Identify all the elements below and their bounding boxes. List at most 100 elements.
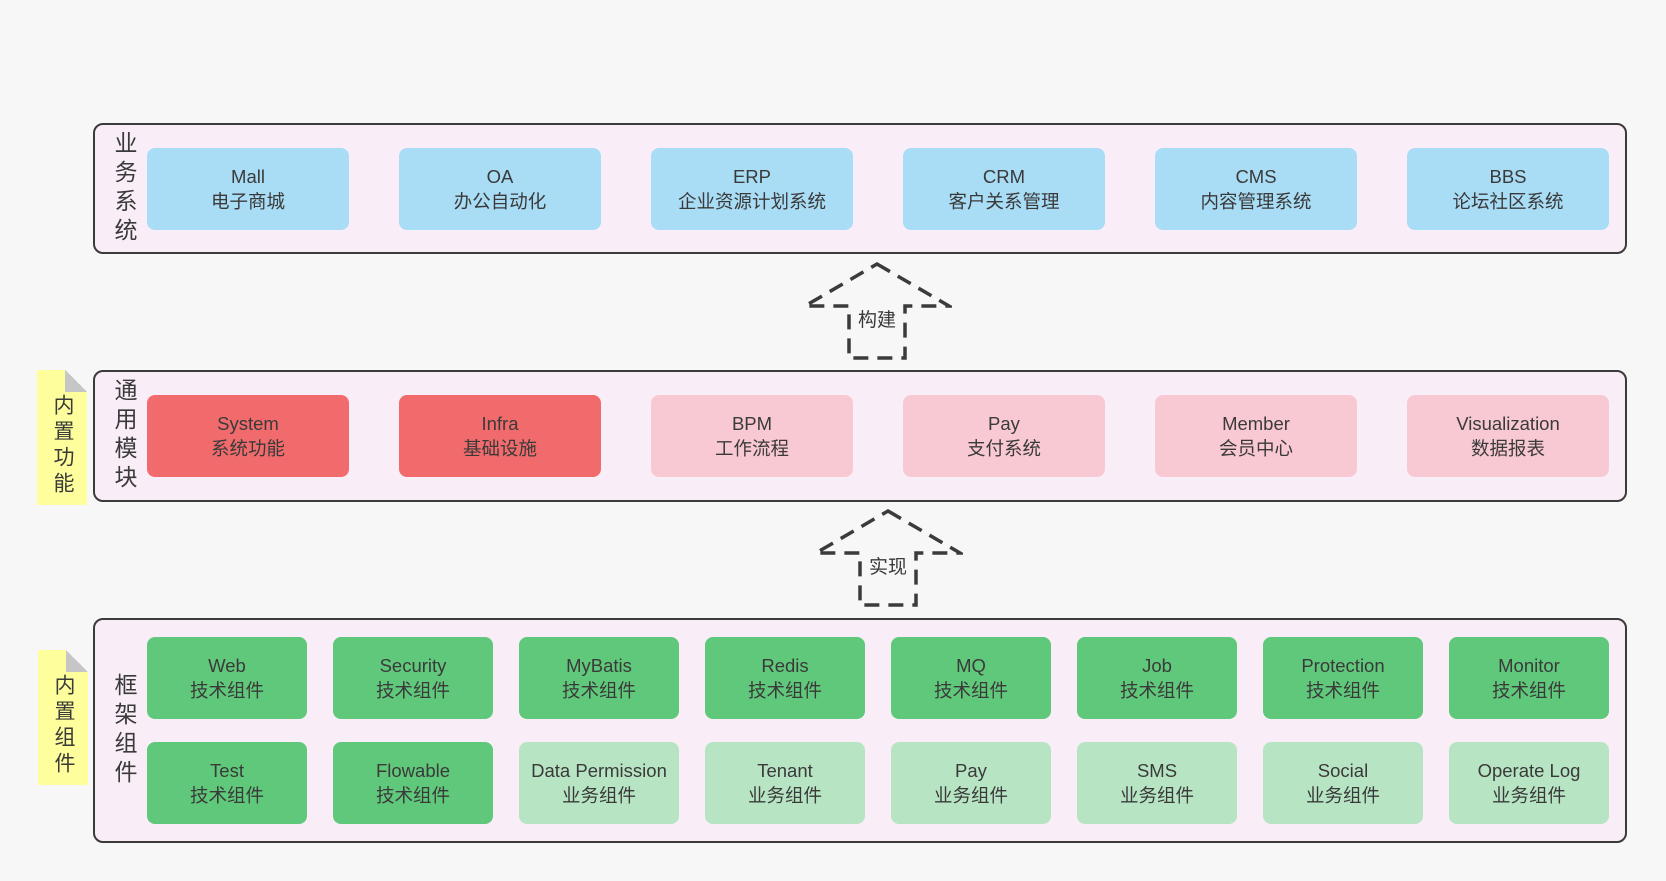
box-title: MyBatis	[566, 655, 632, 676]
box-bbs: BBS 论坛社区系统	[1407, 147, 1609, 230]
box-title: Mall	[231, 165, 265, 187]
box-subtitle: 业务组件	[561, 785, 636, 806]
box-subtitle: 技术组件	[189, 785, 264, 806]
box-title: Infra	[481, 413, 519, 434]
box-title: Monitor	[1498, 655, 1560, 676]
box-subtitle: 会员中心	[1218, 438, 1293, 459]
box-subtitle: 技术组件	[933, 680, 1008, 701]
box-subtitle: 技术组件	[375, 785, 450, 806]
box-row: Mall 电子商城 OA 办公自动化 ERP 企业资源计划系统 CRM 客户关系管理 CMS 内容…	[147, 147, 1609, 230]
box-title: Visualization	[1456, 413, 1560, 434]
band-business-systems: 业务系统 Mall 电子商城 OA 办公自动化 ERP 企业资源计划系统 CRM 客户关系管理…	[93, 123, 1627, 254]
band-framework-components-label: 框架组件	[111, 672, 137, 789]
box-subtitle: 工作流程	[714, 438, 789, 459]
build-arrow-label: 构建	[854, 305, 900, 332]
box-monitor: Monitor 技术组件	[1449, 637, 1609, 719]
band-business-systems-boxes: Mall 电子商城 OA 办公自动化 ERP 企业资源计划系统 CRM 客户关系管理 CMS 内容…	[147, 125, 1609, 252]
box-row: System 系统功能 Infra 基础设施 BPM 工作流程 Pay 支付系统 Member 会…	[147, 395, 1609, 477]
box-title: System	[217, 413, 279, 434]
box-subtitle: 业务组件	[747, 785, 822, 806]
box-subtitle: 系统功能	[210, 438, 285, 459]
box-oa: OA 办公自动化	[399, 147, 601, 230]
box-operate-log: Operate Log 业务组件	[1449, 742, 1609, 824]
box-subtitle: 基础设施	[462, 438, 537, 459]
box-subtitle: 电子商城	[210, 190, 285, 212]
box-title: Member	[1222, 413, 1290, 434]
box-subtitle: 内容管理系统	[1200, 190, 1312, 212]
box-title: Data Permission	[531, 760, 667, 781]
band-common-modules-boxes: System 系统功能 Infra 基础设施 BPM 工作流程 Pay 支付系统 Member 会…	[147, 372, 1609, 500]
box-title: Protection	[1301, 655, 1385, 676]
dashed-up-arrow-icon	[813, 508, 963, 607]
box-title: Job	[1142, 655, 1172, 676]
box-subtitle: 技术组件	[1119, 680, 1194, 701]
box-flowable: Flowable 技术组件	[333, 742, 493, 824]
implement-arrow-label: 实现	[865, 552, 911, 579]
box-title: BBS	[1489, 165, 1527, 187]
box-subtitle: 技术组件	[747, 680, 822, 701]
box-subtitle: 业务组件	[933, 785, 1008, 806]
box-subtitle: 技术组件	[189, 680, 264, 701]
box-sms: SMS 业务组件	[1077, 742, 1237, 824]
box-subtitle: 业务组件	[1119, 785, 1194, 806]
box-title: Flowable	[375, 760, 451, 781]
box-subtitle: 论坛社区系统	[1452, 190, 1564, 212]
box-infra: Infra 基础设施	[399, 395, 601, 477]
box-title: Tenant	[757, 760, 813, 781]
box-title: BPM	[731, 413, 773, 434]
box-title: Operate Log	[1477, 760, 1581, 781]
box-subtitle: 技术组件	[561, 680, 636, 701]
box-title: SMS	[1136, 760, 1178, 781]
box-title: Pay	[955, 760, 987, 781]
box-subtitle: 数据报表	[1470, 438, 1545, 459]
implement-arrow: 实现	[813, 508, 963, 608]
box-data-permission: Data Permission 业务组件	[519, 742, 679, 824]
box-subtitle: 业务组件	[1491, 785, 1566, 806]
box-subtitle: 客户关系管理	[948, 190, 1060, 212]
box-subtitle: 技术组件	[375, 680, 450, 701]
box-title: Pay	[988, 413, 1020, 434]
box-social: Social 业务组件	[1263, 742, 1423, 824]
box-job: Job 技术组件	[1077, 637, 1237, 719]
box-subtitle: 企业资源计划系统	[677, 190, 826, 212]
sticky-note-builtin-components-label: 内置组件	[52, 673, 75, 778]
box-mybatis: MyBatis 技术组件	[519, 637, 679, 719]
box-title: CMS	[1235, 165, 1277, 187]
box-member: Member 会员中心	[1155, 395, 1357, 477]
box-title: MQ	[956, 655, 986, 676]
box-subtitle: 技术组件	[1491, 680, 1566, 701]
box-title: Security	[379, 655, 447, 676]
box-protection: Protection 技术组件	[1263, 637, 1423, 719]
box-erp: ERP 企业资源计划系统	[651, 147, 853, 230]
box-bpm: BPM 工作流程	[651, 395, 853, 477]
box-pay-module: Pay 支付系统	[903, 395, 1105, 477]
box-title: OA	[486, 165, 514, 187]
box-cms: CMS 内容管理系统	[1155, 147, 1357, 230]
box-title: Test	[210, 760, 244, 781]
sticky-note-builtin-functions-label: 内置功能	[51, 393, 74, 498]
box-title: Web	[208, 655, 246, 676]
box-visualization: Visualization 数据报表	[1407, 395, 1609, 477]
box-system: System 系统功能	[147, 395, 349, 477]
box-test: Test 技术组件	[147, 742, 307, 824]
box-subtitle: 技术组件	[1305, 680, 1380, 701]
box-tenant: Tenant 业务组件	[705, 742, 865, 824]
box-subtitle: 支付系统	[966, 438, 1041, 459]
folded-corner-icon	[65, 370, 87, 392]
box-crm: CRM 客户关系管理	[903, 147, 1105, 230]
box-title: CRM	[982, 165, 1026, 187]
box-subtitle: 业务组件	[1305, 785, 1380, 806]
box-title: Social	[1317, 760, 1369, 781]
sticky-note-builtin-components: 内置组件	[38, 650, 88, 785]
box-title: ERP	[732, 165, 772, 187]
band-business-systems-label: 业务系统	[111, 130, 137, 247]
box-security: Security 技术组件	[333, 637, 493, 719]
dashed-up-arrow-icon	[802, 261, 952, 360]
box-subtitle: 办公自动化	[453, 190, 547, 212]
